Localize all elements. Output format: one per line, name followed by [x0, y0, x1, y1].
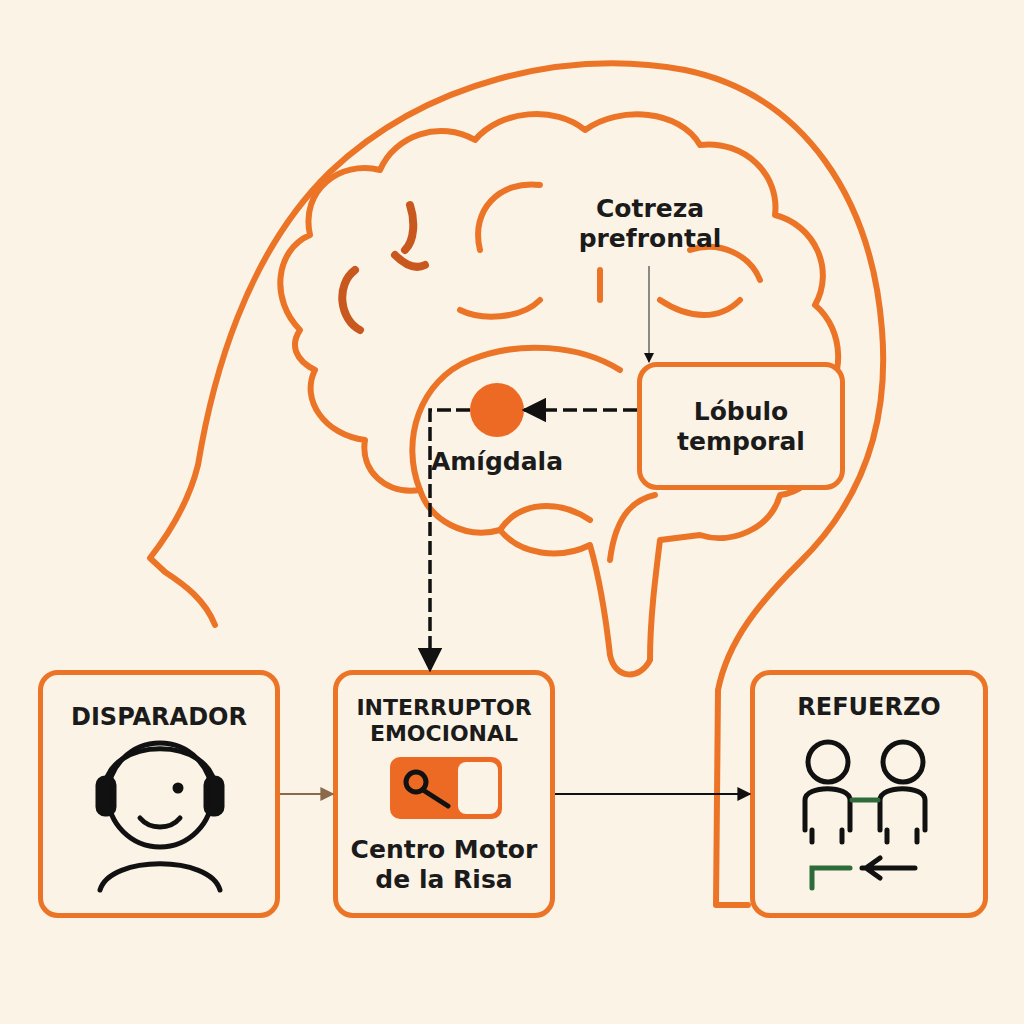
brain-region: Cotreza prefrontal: [540, 188, 760, 266]
region-label: Amígdala: [410, 447, 584, 477]
stage-box: INTERRUPTOR EMOCIONAL Centro Motor de la …: [333, 670, 555, 918]
people-icon: [805, 742, 925, 888]
signal-arrow: [648, 266, 650, 362]
brain-outline: [280, 114, 838, 674]
signal-arrow: [280, 793, 333, 795]
signal-arrow: [555, 793, 750, 795]
stage-box: REFUERZO: [750, 670, 988, 918]
stage-subtitle: Centro Motor de la Risa: [338, 835, 550, 895]
signal-arrow: [430, 410, 470, 670]
region-circle: Amígdala: [470, 383, 524, 437]
stage-title: REFUERZO: [755, 693, 983, 722]
region-box: Lóbulo temporal: [637, 362, 845, 490]
region-label: Lóbulo temporal: [642, 397, 840, 457]
signal-arrow: [524, 408, 637, 412]
region-label: Cotreza prefrontal: [540, 194, 760, 254]
brain-sulcus: [412, 184, 760, 560]
toggle-switch: [390, 757, 502, 819]
stage-title: INTERRUPTOR EMOCIONAL: [338, 695, 550, 748]
stage-box: DISPARADOR: [38, 670, 280, 918]
stage-title: DISPARADOR: [43, 703, 275, 732]
listener-icon: [98, 743, 222, 890]
head-outline: [150, 64, 883, 905]
brain-sulcus: [342, 205, 425, 330]
